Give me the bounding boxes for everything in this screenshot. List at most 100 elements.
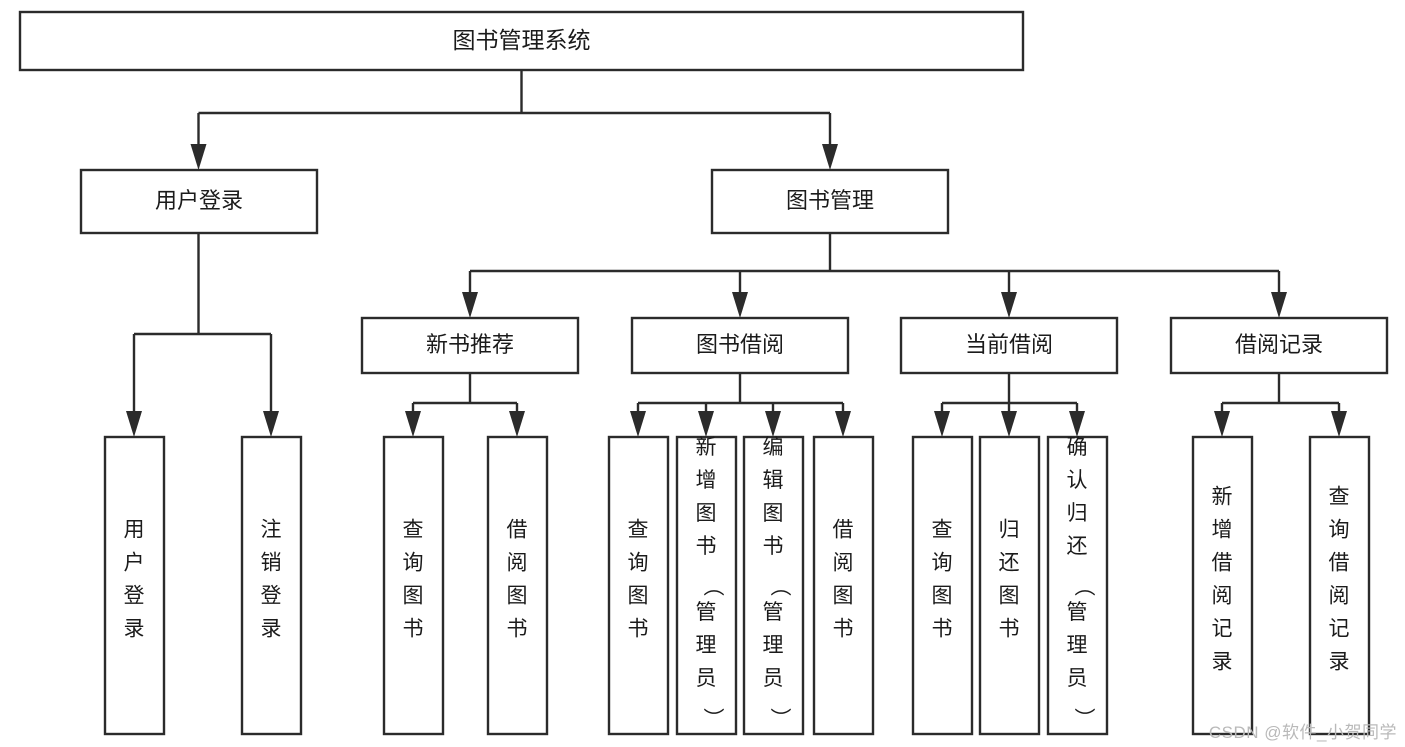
arrow-head-icon [630, 411, 646, 437]
svg-text:理: 理 [763, 634, 784, 657]
svg-text:书: 书 [999, 618, 1020, 641]
svg-text:管: 管 [696, 601, 717, 624]
svg-text:阅: 阅 [507, 552, 528, 575]
svg-text:（: （ [701, 576, 724, 597]
node-user-login[interactable]: 用户登录 [79, 168, 319, 235]
svg-text:归: 归 [999, 519, 1020, 542]
svg-text:）: ） [1072, 708, 1095, 729]
svg-text:阅: 阅 [1329, 585, 1350, 608]
svg-text:书: 书 [507, 618, 528, 641]
svg-text:归: 归 [1067, 502, 1088, 525]
node-borrow-record[interactable]: 借阅记录 [1169, 316, 1389, 375]
svg-text:用: 用 [124, 519, 145, 542]
svg-text:登: 登 [124, 585, 145, 608]
svg-text:借: 借 [833, 519, 854, 542]
node-current-borrow[interactable]: 当前借阅 [899, 316, 1119, 375]
svg-text:还: 还 [1067, 535, 1088, 558]
arrow-head-icon [1331, 411, 1347, 437]
svg-text:新: 新 [1212, 486, 1233, 509]
leaf-user-login-0[interactable]: 用户登录 [103, 435, 166, 736]
svg-text:书: 书 [403, 618, 424, 641]
svg-text:书: 书 [628, 618, 649, 641]
svg-text:辑: 辑 [763, 469, 784, 492]
svg-text:员: 员 [1067, 667, 1088, 690]
node-book-borrow[interactable]: 图书借阅 [630, 316, 850, 375]
arrow-head-icon [1001, 292, 1017, 318]
connector-book-management-to-level2 [462, 233, 1287, 318]
svg-text:阅: 阅 [833, 552, 854, 575]
svg-text:查: 查 [628, 519, 649, 542]
svg-text:图: 图 [507, 585, 528, 608]
node-root-label: 图书管理系统 [453, 27, 591, 53]
node-new-book-recommend-label: 新书推荐 [426, 332, 514, 357]
svg-text:新: 新 [696, 436, 717, 459]
svg-text:图: 图 [763, 502, 784, 525]
node-new-book-recommend[interactable]: 新书推荐 [360, 316, 580, 375]
arrow-head-icon [462, 292, 478, 318]
svg-text:书: 书 [696, 535, 717, 558]
svg-text:录: 录 [124, 618, 145, 641]
svg-text:借: 借 [1212, 552, 1233, 575]
connector-user-login-to-leaves [126, 233, 279, 437]
svg-text:借: 借 [507, 519, 528, 542]
svg-text:注: 注 [261, 519, 282, 542]
arrow-head-icon [732, 292, 748, 318]
connector-current-borrow-to-leaves [934, 373, 1085, 437]
arrow-head-icon [765, 411, 781, 437]
svg-text:书: 书 [932, 618, 953, 641]
svg-text:管: 管 [763, 601, 784, 624]
connector-new-book-to-leaves [405, 373, 525, 437]
arrow-head-icon [934, 411, 950, 437]
svg-text:询: 询 [1329, 519, 1350, 542]
svg-text:）: ） [768, 708, 791, 729]
node-root[interactable]: 图书管理系统 [18, 10, 1025, 72]
svg-text:登: 登 [261, 585, 282, 608]
svg-text:员: 员 [696, 667, 717, 690]
svg-text:查: 查 [932, 519, 953, 542]
svg-text:确: 确 [1067, 436, 1088, 459]
arrow-head-icon [263, 411, 279, 437]
connector-book-borrow-to-leaves [630, 373, 851, 437]
svg-text:（: （ [768, 576, 791, 597]
svg-text:图: 图 [696, 502, 717, 525]
svg-text:询: 询 [932, 552, 953, 575]
svg-text:录: 录 [261, 618, 282, 641]
svg-text:编: 编 [763, 436, 784, 459]
node-book-management[interactable]: 图书管理 [710, 168, 950, 235]
svg-text:图: 图 [932, 585, 953, 608]
svg-text:录: 录 [1212, 651, 1233, 674]
arrow-head-icon [190, 144, 207, 170]
arrow-head-icon [1069, 411, 1085, 437]
svg-text:查: 查 [403, 519, 424, 542]
arrow-head-icon [509, 411, 525, 437]
connector-root-to-level1 [190, 70, 838, 170]
node-book-borrow-label: 图书借阅 [696, 332, 784, 357]
svg-text:还: 还 [999, 552, 1020, 575]
svg-text:借: 借 [1329, 552, 1350, 575]
svg-text:图: 图 [628, 585, 649, 608]
svg-text:图: 图 [833, 585, 854, 608]
arrow-head-icon [126, 411, 142, 437]
svg-text:询: 询 [403, 552, 424, 575]
svg-text:增: 增 [696, 469, 717, 492]
